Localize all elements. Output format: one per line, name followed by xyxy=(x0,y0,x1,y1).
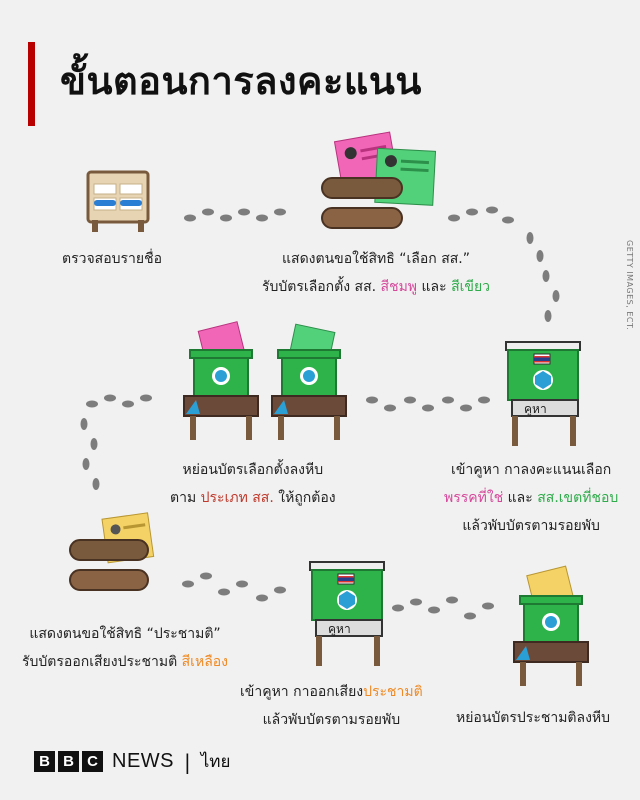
bbc-logo-c: C xyxy=(82,751,103,772)
step-2-label: แสดงตนขอใช้สิทธิ “เลือก สส.” รับบัตรเลือ… xyxy=(262,251,491,295)
step-3-label: เข้าคูหา กาลงคะแนนเลือก พรรคที่ใช่ และ ส… xyxy=(444,462,619,534)
step-1-label: ตรวจสอบรายชื่อ xyxy=(62,251,163,267)
step-5-label: แสดงตนขอใช้สิทธิ “ประชามติ” รับบัตรออกเส… xyxy=(22,626,229,670)
news-wordmark: NEWS xyxy=(112,750,174,772)
bbc-logo-b1: B xyxy=(34,751,55,772)
ballot-stack-icon xyxy=(321,131,437,229)
voting-booth-icon: คูหา xyxy=(309,561,385,666)
voting-booth-icon: คูหา xyxy=(505,341,581,446)
footer-language: ไทย xyxy=(200,752,231,772)
bbc-logo-b2: B xyxy=(58,751,79,772)
ballot-stack-icon xyxy=(69,512,155,591)
ballot-box-icon xyxy=(513,565,589,686)
photo-credit: GETTY IMAGES, ECT. xyxy=(625,240,634,331)
register-icon xyxy=(86,170,150,232)
step-4-label: หย่อนบัตรเลือกตั้งลงหีบ ตาม ประเภท สส. ใ… xyxy=(170,462,336,506)
booth-label: คูหา xyxy=(524,402,547,417)
page-title: ขั้นตอนการลงคะแนน xyxy=(60,59,422,103)
step-6-label: เข้าคูหา กาออกเสียงประชามติ แล้วพับบัตรต… xyxy=(240,684,423,728)
footer-logo: B B C NEWS | ไทย xyxy=(34,748,230,775)
title-bar xyxy=(28,42,35,126)
footer-separator: | xyxy=(184,749,191,774)
booth-label: คูหา xyxy=(328,622,351,637)
ballot-box-icon xyxy=(183,321,347,440)
step-7-label: หย่อนบัตรประชามติลงหีบ xyxy=(456,710,611,726)
